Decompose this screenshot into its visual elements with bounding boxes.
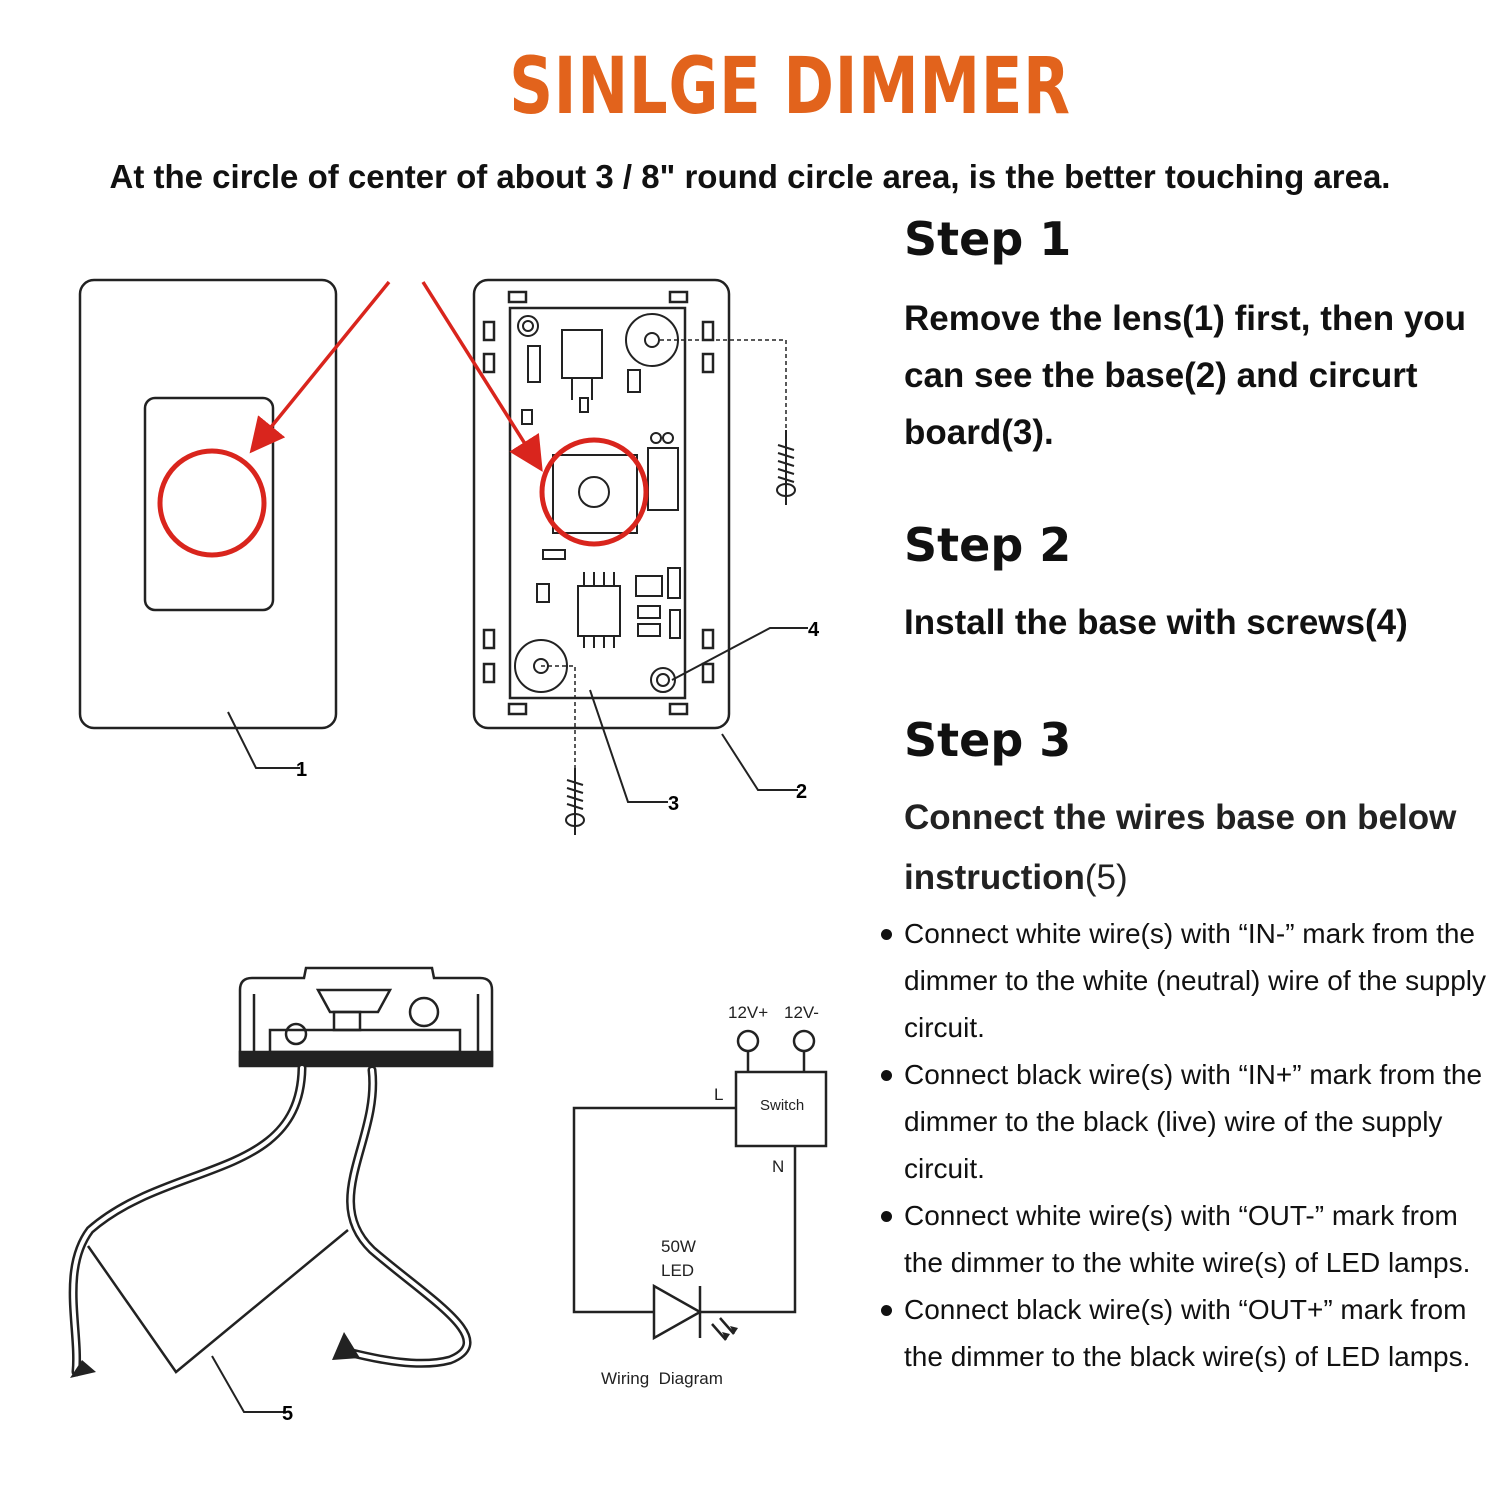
step-3-text-ref: (5): [1084, 858, 1128, 897]
led-label: LED: [661, 1261, 694, 1280]
voltage-plus-label: 12V+: [728, 1003, 768, 1022]
live-terminal-label: L: [714, 1085, 723, 1104]
wire-end-icon: [332, 1332, 360, 1360]
step-2-heading: Step 2: [904, 518, 1072, 572]
step-2-text: Install the base with screws(4): [904, 603, 1408, 642]
step-3-heading: Step 3: [904, 713, 1072, 767]
base-label: 2: [796, 781, 807, 803]
screw-icon: [565, 768, 585, 835]
dimmer-side-view: [238, 966, 494, 1068]
wiring-instructions: Connect white wire(s) with “IN-” mark fr…: [878, 910, 1488, 1380]
lens-label: 1: [296, 759, 307, 781]
step-1-text: Remove the lens(1) first, then you can s…: [904, 299, 1467, 452]
instruction-text: Connect black wire(s) with “OUT+” mark f…: [904, 1294, 1471, 1372]
base-leader-line: [721, 733, 798, 791]
bullet-icon: [881, 929, 892, 940]
switch-label: Switch: [760, 1097, 804, 1114]
base-frame: [472, 278, 731, 730]
led-power-label: 50W: [661, 1237, 696, 1256]
touch-area-circle: [157, 448, 267, 558]
bullet-icon: [881, 1305, 892, 1316]
touch-sensor-circle: [539, 437, 649, 547]
bullet-icon: [881, 1070, 892, 1081]
wire-bracket-line: [86, 1229, 349, 1374]
circuit-board: [514, 313, 681, 693]
board-label: 3: [668, 793, 679, 815]
wires-label: 5: [282, 1403, 293, 1425]
step-1-heading: Step 1: [904, 212, 1072, 266]
dimmer-wires-inner: [71, 1066, 469, 1374]
instruction-item: Connect black wire(s) with “OUT+” mark f…: [878, 1286, 1488, 1380]
screw-label: 4: [808, 619, 820, 641]
wires-leader-line: [211, 1355, 284, 1413]
sensor-pointer-arrow: [421, 281, 543, 472]
instruction-item: Connect black wire(s) with “IN+” mark fr…: [878, 1051, 1488, 1192]
wiring-diagram: 12V+ 12V- Switch L N 50W LED Wiring Diag…: [572, 1003, 828, 1388]
instruction-item: Connect white wire(s) with “IN-” mark fr…: [878, 910, 1488, 1051]
dimmer-wires: [68, 1063, 472, 1377]
page-title: SINLGE DIMMER: [509, 42, 1071, 132]
lens-leader-line: [227, 711, 300, 769]
touch-area-note: At the circle of center of about 3 / 8" …: [109, 158, 1391, 195]
screw-icon: [776, 430, 796, 505]
wiring-diagram-caption: Wiring Diagram: [601, 1369, 723, 1388]
screw-guide-line: [660, 339, 787, 430]
board-leader-line: [589, 689, 668, 803]
instruction-text: Connect black wire(s) with “IN+” mark fr…: [904, 1059, 1483, 1184]
step-3-text: Connect the wires base on below instruct…: [904, 788, 1484, 908]
screw-guide-line: [541, 665, 576, 768]
bullet-icon: [881, 1211, 892, 1222]
step-3-text-main: Connect the wires base on below instruct…: [904, 798, 1457, 897]
instruction-item: Connect white wire(s) with “OUT-” mark f…: [878, 1192, 1488, 1286]
wire-end-icon: [70, 1360, 96, 1378]
neutral-terminal-label: N: [772, 1157, 784, 1176]
voltage-minus-label: 12V-: [784, 1003, 819, 1022]
instruction-text: Connect white wire(s) with “IN-” mark fr…: [904, 918, 1487, 1043]
screw-leader-line: [671, 627, 808, 681]
instruction-text: Connect white wire(s) with “OUT-” mark f…: [904, 1200, 1471, 1278]
lens-plate: [78, 278, 338, 730]
touch-pointer-arrow: [249, 280, 391, 454]
